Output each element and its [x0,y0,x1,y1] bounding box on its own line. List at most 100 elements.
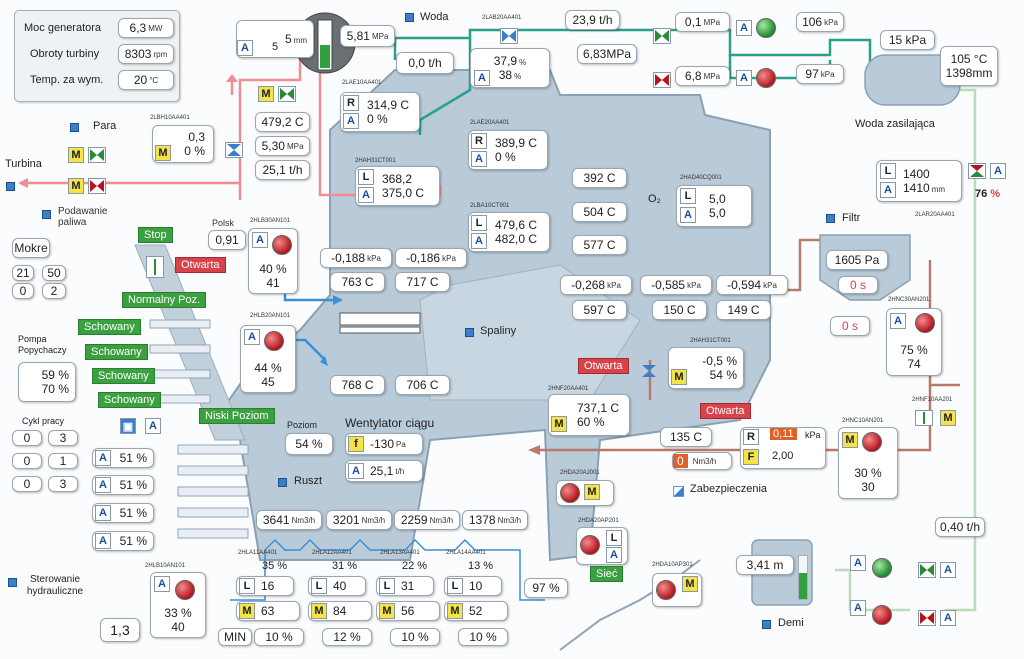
hb-mode[interactable]: A [252,232,268,248]
aux-valve[interactable] [915,410,933,426]
zone2-mode-l[interactable]: L [311,578,327,594]
zabezpieczenia-label: Zabezpieczenia [690,483,768,495]
para-mode-m[interactable]: M [155,145,171,161]
ash2-mode-l[interactable]: L [606,530,622,546]
fan2-icon[interactable] [862,432,882,452]
sh4-mode-l[interactable]: L [471,215,487,231]
fan-mode-a[interactable]: A [348,463,364,479]
flue-t577: 577 C [572,235,627,255]
steam-main-valve[interactable] [225,142,243,158]
zone1-mode-m[interactable]: M [239,603,255,619]
filter-fan-icon[interactable] [915,313,935,333]
ash-icon[interactable] [560,483,580,503]
fan-mode-f[interactable]: f [348,436,364,452]
pump1-mode[interactable]: A [736,20,752,36]
demi-valve2[interactable] [918,610,936,626]
grate-4-mode[interactable]: A [95,533,111,549]
pump1-icon[interactable] [756,18,776,38]
zone4-mode-m[interactable]: M [447,603,463,619]
demi-valve1-mode[interactable]: A [940,562,956,578]
demi-pump1-icon[interactable] [872,558,892,578]
zone2-mode-m[interactable]: M [311,603,327,619]
ruszt-nav-icon[interactable] [278,478,287,487]
sh3-mode-a[interactable]: A [358,187,374,203]
fan2-mode-m[interactable]: M [842,432,858,448]
para-valve[interactable] [88,147,106,163]
sh2-mode-a[interactable]: A [471,151,487,167]
sh3-mode-l[interactable]: L [358,169,374,185]
hyd-nav-icon[interactable] [8,578,17,587]
pump2-valve[interactable] [653,72,671,88]
ash-mode-m[interactable]: M [584,484,600,500]
pump2-mode[interactable]: A [736,70,752,86]
water-nav-icon[interactable] [405,13,414,22]
ash3-icon[interactable] [656,580,676,600]
feed-mode-l[interactable]: L [880,163,896,179]
ash2-mode-a[interactable]: A [606,547,622,563]
otwarta-button[interactable]: Otwarta [175,257,226,273]
hb-fan-icon[interactable] [272,235,292,255]
demi-pump2-icon[interactable] [872,605,892,625]
podawanie-nav-icon[interactable] [42,210,51,219]
feed-valve[interactable] [968,163,986,179]
filter-fan-mode[interactable]: A [890,313,906,329]
grate-mode-a[interactable]: A [145,418,161,434]
demi-valve1[interactable] [918,562,936,578]
demi-pump1-mode[interactable]: A [850,555,866,571]
steam-valve-mode[interactable]: M [258,86,274,102]
para-valve-mode[interactable]: M [68,147,84,163]
ash2-icon[interactable] [580,535,600,555]
filter-s1: 0 s [838,276,878,294]
flue-damper[interactable] [640,363,658,379]
para-nav-icon[interactable] [70,123,79,132]
sh1-mode-a[interactable]: A [343,113,359,129]
aux-mode-m[interactable]: M [940,410,956,426]
hyd-mode[interactable]: A [154,576,170,592]
grate-mode-icon[interactable]: ▣ [120,418,136,434]
drum-mode-a[interactable]: A [237,40,253,56]
zone3-mode-l[interactable]: L [379,578,395,594]
steam-valve[interactable] [278,86,296,102]
hopper-valve[interactable] [146,256,164,278]
exhaust-mode-r[interactable]: R [743,429,759,445]
o2-mode-l[interactable]: L [680,188,696,204]
grate-2-mode[interactable]: A [95,477,111,493]
water-valve-mode[interactable]: A [474,70,490,86]
sh4-mode-a[interactable]: A [471,233,487,249]
feed-mode-a[interactable]: A [880,182,896,198]
spaliny-nav-icon[interactable] [465,328,474,337]
damper-mode-m[interactable]: M [671,369,687,385]
sh1-mode-r[interactable]: R [343,95,359,111]
water-control-valve[interactable] [500,28,518,44]
filtr-nav-icon[interactable] [826,214,835,223]
feed-valve-mode[interactable]: A [990,163,1006,179]
demi-nav-icon[interactable] [762,620,771,629]
fan1-mode[interactable]: A [244,329,260,345]
o2-mode-a[interactable]: A [680,207,696,223]
zone4-mode-l[interactable]: L [447,578,463,594]
mokre-button[interactable]: Mokre [12,238,50,258]
zone1-mode-l[interactable]: L [239,578,255,594]
turbina-nav-icon[interactable] [6,182,15,191]
ash3-mode-m[interactable]: M [682,576,698,592]
turbine-valve-mode[interactable]: M [68,178,84,194]
flue-otwarta-1[interactable]: Otwarta [578,358,629,374]
fan1-icon[interactable] [264,331,284,351]
pump1-valve[interactable] [653,28,671,44]
grate-3-mode[interactable]: A [95,505,111,521]
cykl-3: 1 [48,453,78,469]
flue-otwarta-2[interactable]: Otwarta [700,403,751,419]
turbine-valve[interactable] [88,178,106,194]
sh2-mode-r[interactable]: R [471,133,487,149]
grate-1-mode[interactable]: A [95,450,111,466]
stop-button[interactable]: Stop [138,227,173,243]
exhaust-mode-f[interactable]: F [743,449,759,465]
zabezpieczenia-icon[interactable]: ◪ [672,482,686,498]
zone3-mode-m[interactable]: M [379,603,395,619]
pump2-icon[interactable] [756,68,776,88]
demi-valve2-mode[interactable]: A [940,610,956,626]
hyd-pump-icon[interactable] [175,580,195,600]
fan-mode-m[interactable]: M [551,416,567,432]
demi-pump2-mode[interactable]: A [850,600,866,616]
